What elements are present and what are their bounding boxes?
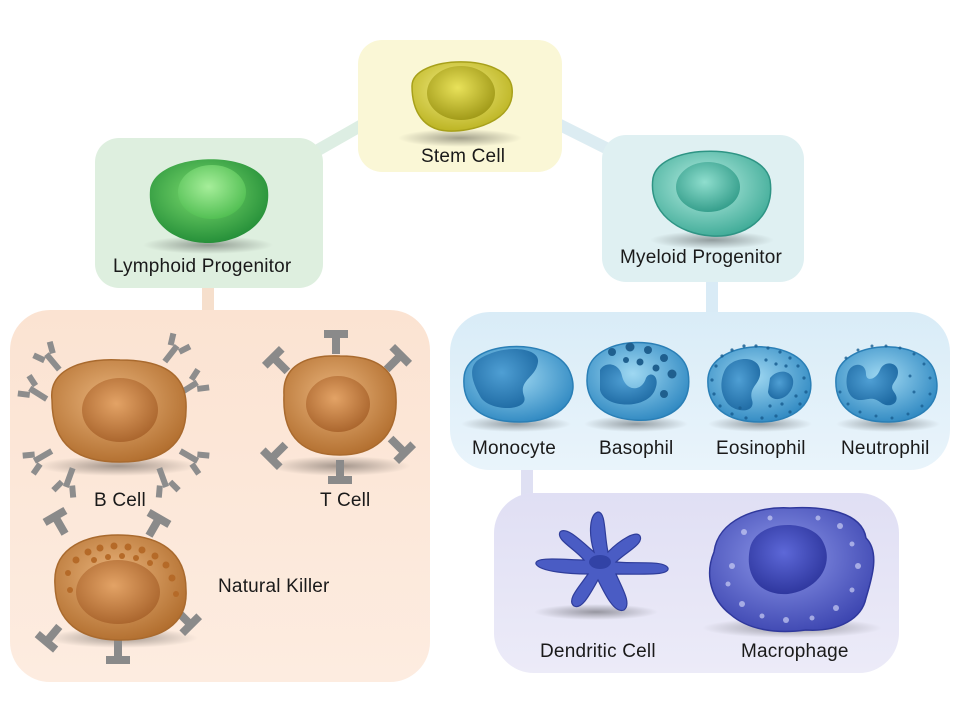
lymphoid-progenitor-cell-icon — [143, 159, 273, 254]
myeloid-lineage-box — [450, 312, 950, 470]
natural-killer-label: Natural Killer — [218, 576, 330, 597]
stem-cell-icon — [398, 61, 522, 147]
macrophage-icon — [702, 506, 882, 638]
t-cell-icon — [259, 330, 417, 484]
myeloid-progenitor-label: Myeloid Progenitor — [620, 247, 783, 268]
granule-dots — [608, 342, 677, 398]
neutrophil-label: Neutrophil — [841, 438, 930, 459]
stem-cell-label: Stem Cell — [421, 146, 506, 167]
eosinophil-label: Eosinophil — [716, 438, 806, 459]
monocyte-label: Monocyte — [472, 438, 556, 459]
t-cell-label: T Cell — [320, 490, 371, 511]
granule-dots — [710, 344, 808, 420]
granule-dots — [65, 542, 179, 597]
vesicle-dots — [725, 515, 861, 623]
dendritic-cell-label: Dendritic Cell — [540, 641, 656, 662]
macrophage-label: Macrophage — [741, 641, 849, 662]
myeloid-progenitor-cell-icon — [650, 150, 774, 249]
connector-lines — [202, 119, 718, 501]
dendritic-cell-icon — [534, 511, 669, 620]
basophil-icon — [584, 341, 690, 432]
granule-dots — [838, 344, 932, 420]
lymphoid-progenitor-label: Lymphoid Progenitor — [113, 256, 292, 277]
b-cell-label: B Cell — [94, 490, 146, 511]
eosinophil-icon — [707, 344, 812, 432]
basophil-label: Basophil — [599, 438, 674, 459]
natural-killer-icon — [34, 506, 203, 664]
neutrophil-icon — [835, 344, 940, 432]
monocyte-icon — [461, 345, 574, 432]
b-cell-icon — [15, 330, 212, 500]
